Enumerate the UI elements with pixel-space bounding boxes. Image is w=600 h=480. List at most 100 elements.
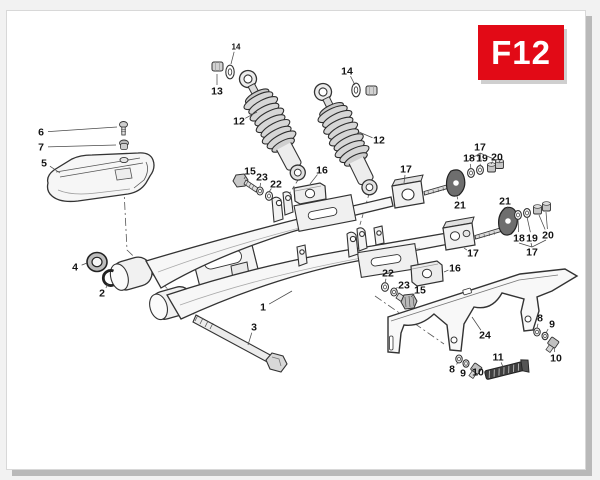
upper-chain-guard xyxy=(46,121,155,203)
circlip xyxy=(101,269,115,287)
leader-line xyxy=(479,152,482,162)
part-label: 4 xyxy=(72,262,78,274)
leader-line xyxy=(47,144,117,148)
washers-upper-set xyxy=(256,186,274,201)
part-label: 14 xyxy=(232,43,241,52)
part-label: 20 xyxy=(491,152,503,164)
part-label: 8 xyxy=(449,364,455,376)
leader-line xyxy=(518,242,533,248)
part-label: 22 xyxy=(270,179,282,191)
mount-tabs xyxy=(271,191,385,267)
part-label: 16 xyxy=(316,165,328,177)
part-label: 22 xyxy=(382,268,394,280)
leader-line xyxy=(530,242,533,248)
leader-line xyxy=(49,165,61,174)
part-label: 17 xyxy=(400,164,412,176)
part-label: 13 xyxy=(211,86,223,98)
leader-line xyxy=(538,214,546,230)
chain-adjuster-upper xyxy=(391,158,504,209)
washer-part14-right xyxy=(351,82,361,98)
part-label: 3 xyxy=(251,322,257,334)
part-label: 19 xyxy=(476,153,488,165)
part-label: 9 xyxy=(460,368,466,380)
leader-line xyxy=(105,283,109,289)
leader-line xyxy=(517,218,520,233)
leader-line xyxy=(309,174,318,185)
leader-line xyxy=(245,111,258,119)
part-label: 17 xyxy=(474,142,486,154)
part-label: 21 xyxy=(499,196,511,208)
leader-line xyxy=(553,346,556,353)
leader-line xyxy=(472,368,476,371)
leader-line xyxy=(443,269,449,273)
part-label: 12 xyxy=(233,116,245,128)
leader-line xyxy=(47,126,118,132)
part-label: 19 xyxy=(526,233,538,245)
leader-line xyxy=(463,247,468,251)
shock-mount-hardware xyxy=(211,61,378,98)
nut-part14-right xyxy=(365,85,378,96)
part-label: 7 xyxy=(38,142,44,154)
leader-line xyxy=(469,163,472,170)
leader-line xyxy=(490,161,493,165)
part-label: 1 xyxy=(260,302,266,314)
guard-fasteners-left xyxy=(455,354,483,379)
leader-line xyxy=(545,211,548,230)
part-label: 6 xyxy=(38,127,44,139)
part-label: 11 xyxy=(492,352,503,364)
page-code-badge: F12 xyxy=(478,25,564,80)
bolt-15-lower xyxy=(395,292,418,310)
leader-line xyxy=(394,287,398,290)
leader-line xyxy=(410,293,415,298)
part-label: 17 xyxy=(467,248,479,260)
part-label: 18 xyxy=(513,233,525,245)
leader-line xyxy=(467,152,481,162)
part-label: 15 xyxy=(414,285,426,297)
leader-line xyxy=(268,290,293,305)
part-label: 16 xyxy=(449,263,461,275)
leader-line xyxy=(479,152,497,161)
leader-line xyxy=(536,323,539,329)
leader-line xyxy=(81,262,88,266)
part-label: 8 xyxy=(537,313,543,325)
part-label: 15 xyxy=(244,166,256,178)
part-label: 23 xyxy=(398,280,410,292)
part-label: 9 xyxy=(549,319,555,331)
leader-line xyxy=(230,51,235,65)
leader-line xyxy=(247,332,253,346)
part-label: 24 xyxy=(479,330,491,342)
chain-adjuster-lower xyxy=(442,201,551,251)
swingarm xyxy=(109,191,450,321)
leader-line xyxy=(456,361,459,365)
leader-line xyxy=(507,206,509,210)
grommet-part7 xyxy=(119,139,129,150)
leader-line xyxy=(456,195,459,200)
washers-lower-set xyxy=(380,282,398,297)
part-label: 18 xyxy=(463,153,475,165)
leader-line xyxy=(500,362,504,368)
pivot-bushing xyxy=(86,251,108,273)
leader-line xyxy=(526,216,531,233)
leader-line xyxy=(384,278,387,284)
screw-part6 xyxy=(119,121,128,136)
washer-part14 xyxy=(225,64,235,80)
part-label: 21 xyxy=(454,200,466,212)
part-label: 10 xyxy=(550,353,562,365)
part-label: 2 xyxy=(99,288,105,300)
part-label: 12 xyxy=(373,135,385,147)
pivot-bolt xyxy=(192,314,288,373)
part-label: 20 xyxy=(542,230,554,242)
part-label: 17 xyxy=(526,247,538,259)
leader-line xyxy=(531,239,547,248)
guard-fasteners-right xyxy=(533,327,560,353)
page-code-text: F12 xyxy=(491,33,551,71)
pivot-sleeve-upper xyxy=(109,256,153,291)
bolt-15-upper xyxy=(232,173,259,193)
leader-line xyxy=(358,131,373,139)
leader-line xyxy=(243,175,247,180)
chain-slider xyxy=(484,359,530,380)
nut-part13 xyxy=(211,61,224,72)
